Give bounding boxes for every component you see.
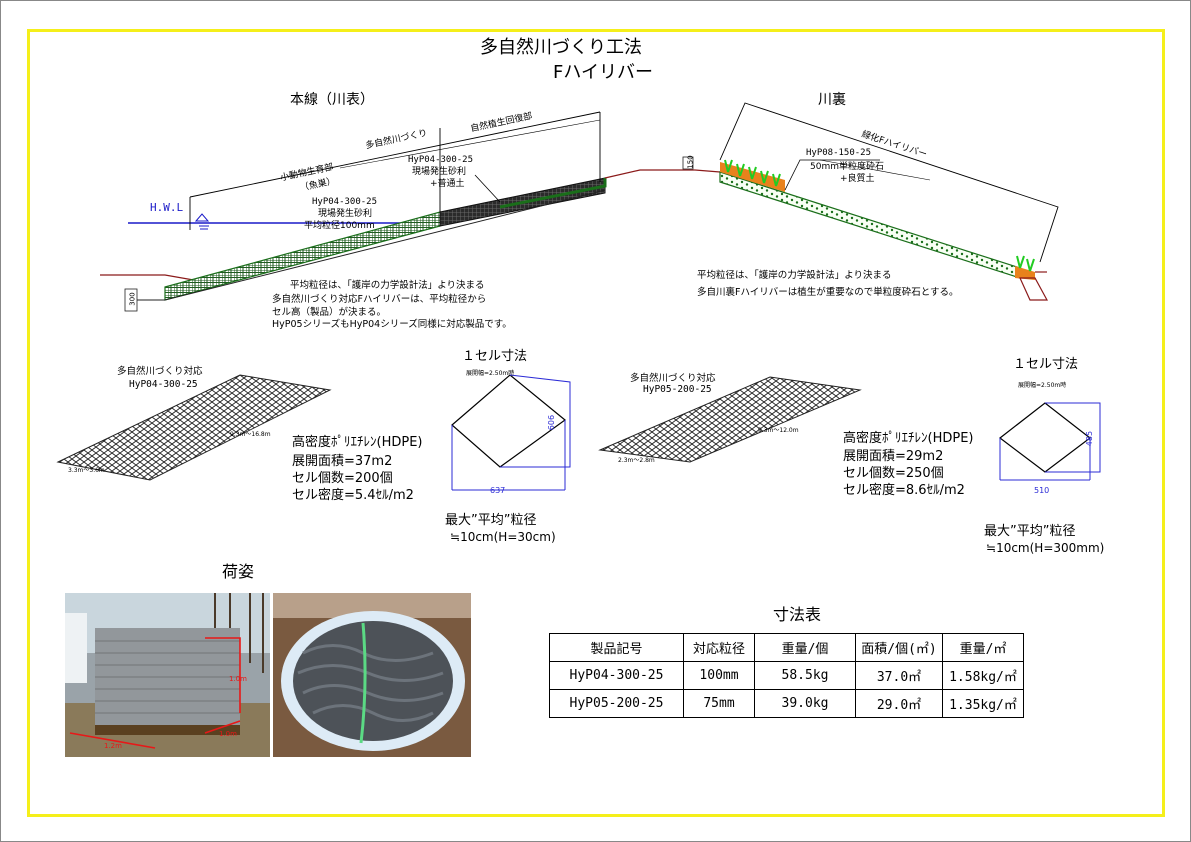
dim-left: 300 [128,292,137,306]
product2-caption-2: HyP05-200-25 [643,384,712,395]
note-right-2: 多自川裏Fハイリバーは植生が重要なので単粒度砕石とする。 [697,287,959,298]
right-slope-mat [719,171,1021,279]
cell1-height: 606 [547,414,557,431]
note-left-1: 平均粒径は、「護岸の力学設計法」より決まる [290,280,485,291]
mat-top-green [499,178,607,209]
table-row: HyP05-200-25 75mm 39.0kg 29.0㎡ 1.35kg/㎡ [549,689,1024,718]
product2-spec-1: 高密度ﾎﾟﾘｴﾁﾚﾝ(HDPE) [843,431,974,446]
product1-spec-4: セル密度=5.4ｾﾙ/m2 [292,488,414,503]
upper-spec-2: 現場発生砂利 [412,167,467,177]
table-header-cell: 重量/個 [754,633,856,662]
dim-line-top [189,111,601,198]
packing-photo-bundle [273,593,471,757]
product2-spec-2: 展開面積=29m2 [843,449,944,464]
grass-tufts [724,159,1035,272]
dim-frame-right [719,102,1059,263]
product1-spec-1: 高密度ﾎﾟﾘｴﾁﾚﾝ(HDPE) [292,435,423,450]
product1-spec-2: 展開面積=37m2 [292,454,393,469]
table-cell: 1.35kg/㎡ [942,689,1024,718]
upper-spec-1: HyP04-300-25 [408,155,474,165]
left-heading: 本線（川表） [290,92,374,108]
packing-dim-w: 1.0m [219,730,237,738]
packing-photo-pallet [65,593,270,757]
product1-caption-2: HyP04-300-25 [129,379,198,390]
product2-dim-w: 2.3m〜2.8m [618,457,655,464]
product1-dim-w: 3.3m〜3.6m [68,467,105,474]
right-heading: 川裏 [818,92,846,108]
note-left-2: 多自然川づくり対応Fハイリバーは、平均粒径から [272,294,487,305]
lower-spec-1: HyP04-300-25 [312,197,378,207]
table-cell: 29.0㎡ [855,689,943,718]
yellow-frame [27,29,1165,817]
table-cell: HyP04-300-25 [549,661,684,690]
cell2-width: 510 [1034,486,1050,495]
dimension-table-title: 寸法表 [773,605,822,624]
right-spec-2: 50mm単粒度砕石 [810,162,884,172]
packing-title: 荷姿 [222,562,255,581]
product2-spec-4: セル密度=8.6ｾﾙ/m2 [843,483,965,498]
cell2-title: １セル寸法 [1013,357,1079,372]
table-cell: HyP05-200-25 [549,689,684,718]
packing-dim-d: 1.2m [104,742,122,750]
product2-spec-3: セル個数=250個 [843,466,944,481]
lower-spec-2: 現場発生砂利 [318,209,373,219]
table-cell: 58.5kg [754,661,856,690]
note-right-1: 平均粒径は、「護岸の力学設計法」より決まる [697,270,892,281]
product1-max-label: 最大”平均”粒径 [445,513,537,528]
packing-dim-h: 1.0m [229,675,247,683]
product1-caption-1: 多自然川づくり対応 [117,366,203,377]
table-cell: 75mm [683,689,755,718]
title-line2: Fハイリバー [553,62,653,83]
product2-max-label: 最大”平均”粒径 [984,524,1076,539]
product2-caption-1: 多自然川づくり対応 [630,373,716,384]
cell1-note: 展開幅=2.50m時 [466,370,515,377]
table-cell: 100mm [683,661,755,690]
toe-block [124,288,138,312]
crest-line [604,169,721,179]
mat-iso-2 [598,376,862,463]
product1-max-value: ≒10cm(H=30cm) [450,530,556,544]
product2-max-value: ≒10cm(H=300mm) [986,541,1105,555]
upper-spec-3: +普通土 [430,179,465,189]
table-cell: 39.0kg [754,689,856,718]
gravel-bottom [1015,266,1035,280]
hwl-label: H.W.L [150,201,184,214]
cell2-note: 展開幅=2.50m時 [1018,382,1067,389]
product1-dim-l: 9.3m〜16.8m [230,431,271,438]
note-left-3: セル高（製品）が決まる。 [272,307,387,318]
table-header-cell: 重量/㎡ [942,633,1024,662]
product1-spec-3: セル個数=200個 [292,471,393,486]
cell1-title: １セル寸法 [462,349,528,364]
product2-dim-l: 9.3m〜12.0m [758,427,799,434]
table-header-cell: 製品記号 [549,633,684,662]
title-line1: 多自然川づくり工法 [480,37,642,58]
mat-iso-1 [56,374,332,481]
table-cell: 1.58kg/㎡ [942,661,1024,690]
dimension-table: 製品記号 対応粒径 重量/個 面積/個(㎡) 重量/㎡ HyP04-300-25… [549,633,1024,718]
note-left-4: HyP05シリーズもHyP04シリーズ同様に対応製品です。 [272,319,512,330]
right-spec-3: +良質土 [840,174,875,184]
cell-diagram-2 [999,402,1101,481]
cell-diagram-1 [451,374,571,491]
table-header-cell: 面積/個(㎡) [855,633,943,662]
lower-spec-3: 平均粒径100mm [304,221,375,231]
right-spec-1: HyP08-150-25 [806,148,872,158]
cell1-width: 637 [490,486,506,495]
table-header-cell: 対応粒径 [683,633,755,662]
mat-base-line [125,189,606,301]
cell2-height: 485 [1085,430,1095,447]
dim-right: 150 [686,155,695,169]
hwl-symbol [194,213,210,230]
table-header-row: 製品記号 対応粒径 重量/個 面積/個(㎡) 重量/㎡ [549,633,1024,662]
table-row: HyP04-300-25 100mm 58.5kg 37.0㎡ 1.58kg/㎡ [549,661,1024,690]
table-cell: 37.0㎡ [855,661,943,690]
